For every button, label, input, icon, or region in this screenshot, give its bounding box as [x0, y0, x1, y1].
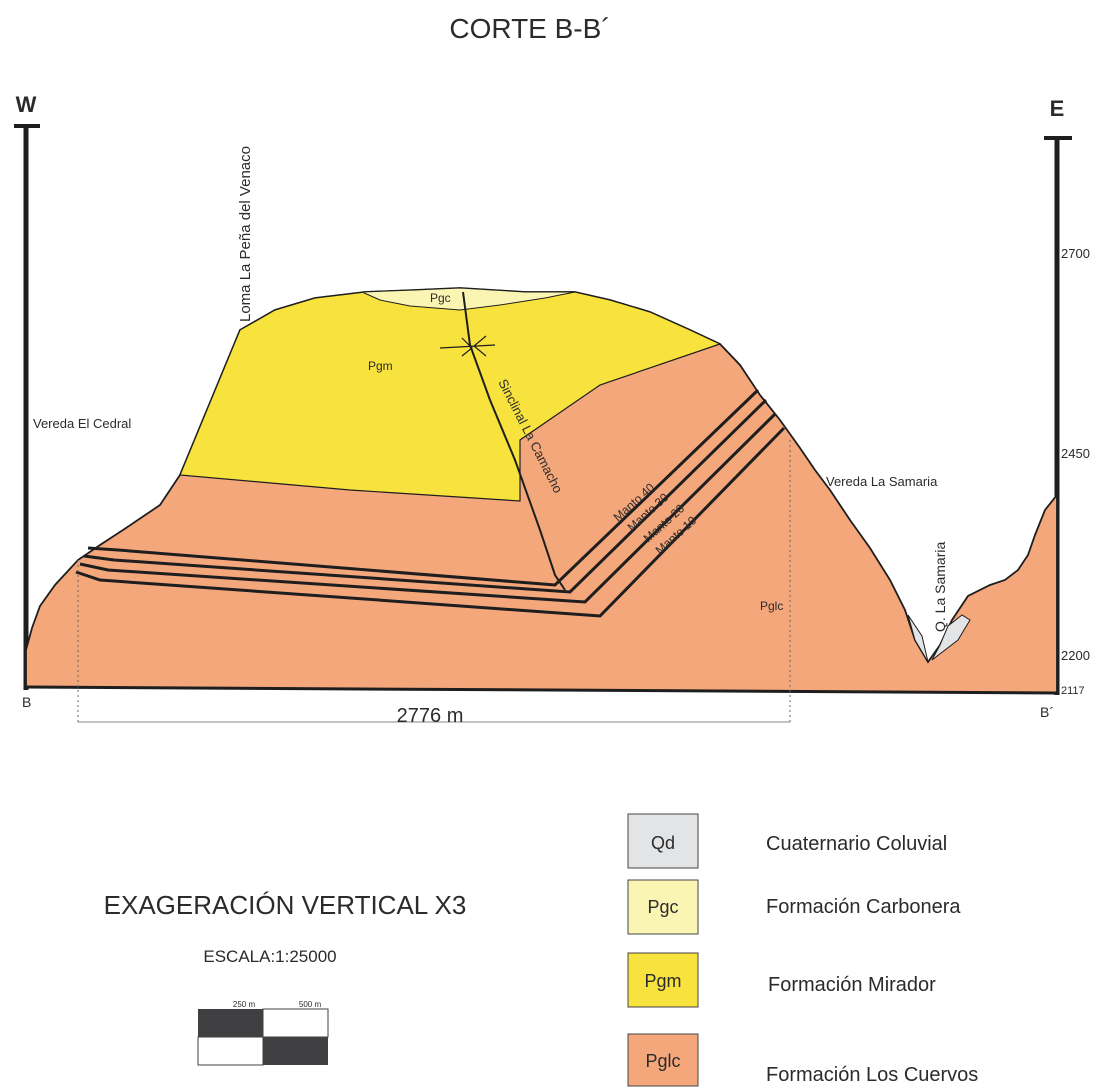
- pgc-body: [361, 287, 576, 311]
- pglc-section-label: Pglc: [760, 599, 783, 613]
- loma-label: Loma La Peña del Venaco: [237, 146, 254, 322]
- quebrada-label: Q. La Samaria: [932, 542, 948, 632]
- point-b-prime: B´: [1040, 704, 1054, 720]
- legend-code-pglc: Pglc: [645, 1051, 680, 1071]
- cedral-label: Vereda El Cedral: [33, 416, 131, 431]
- elev-2200: 2200: [1061, 648, 1090, 663]
- scale-tick-250: 250 m: [233, 1000, 256, 1009]
- scale-bar: 250 m 500 m: [197, 1000, 329, 1066]
- vertical-exaggeration: EXAGERACIÓN VERTICAL X3: [104, 890, 467, 920]
- scale-text: ESCALA:1:25000: [203, 947, 336, 966]
- legend-item-qd: Qd Cuaternario Coluvial: [627, 813, 947, 869]
- legend-item-pglc: Pglc Formación Los Cuervos: [627, 1033, 978, 1087]
- legend-label-pglc: Formación Los Cuervos: [766, 1064, 978, 1086]
- coal-seams: [75, 388, 786, 618]
- pgm-body: [179, 287, 722, 502]
- distance-dimension: 2776 m: [77, 440, 791, 727]
- legend-code-pgm: Pgm: [644, 971, 681, 991]
- elevation-ticks: 2700 2450 2200 2117: [1061, 246, 1090, 697]
- pgc-section-label: Pgc: [430, 291, 451, 305]
- point-b: B: [22, 694, 31, 710]
- section-title: CORTE B-B´: [449, 13, 610, 44]
- east-label: E: [1050, 96, 1065, 121]
- syncline-axis: [439, 291, 566, 591]
- legend-item-pgc: Pgc Formación Carbonera: [627, 879, 961, 935]
- legend: Qd Cuaternario Coluvial Pgc Formación Ca…: [627, 813, 978, 1087]
- elev-2700: 2700: [1061, 246, 1090, 261]
- elev-2450: 2450: [1061, 446, 1090, 461]
- base-line: [25, 685, 1058, 695]
- legend-label-pgm: Formación Mirador: [768, 974, 936, 996]
- samaria-label: Vereda La Samaria: [826, 474, 938, 489]
- qd-colluvium: [907, 614, 971, 663]
- west-axis: W: [14, 92, 40, 690]
- legend-item-pgm: Pgm Formación Mirador: [627, 952, 936, 1008]
- legend-label-qd: Cuaternario Coluvial: [766, 833, 947, 855]
- legend-label-pgc: Formación Carbonera: [766, 896, 961, 918]
- legend-code-pgc: Pgc: [647, 897, 678, 917]
- legend-code-qd: Qd: [651, 833, 675, 853]
- elev-2117: 2117: [1061, 685, 1085, 697]
- west-label: W: [16, 92, 37, 117]
- distance-label: 2776 m: [397, 705, 464, 727]
- pgm-section-label: Pgm: [368, 359, 393, 373]
- scale-tick-500: 500 m: [299, 1000, 322, 1009]
